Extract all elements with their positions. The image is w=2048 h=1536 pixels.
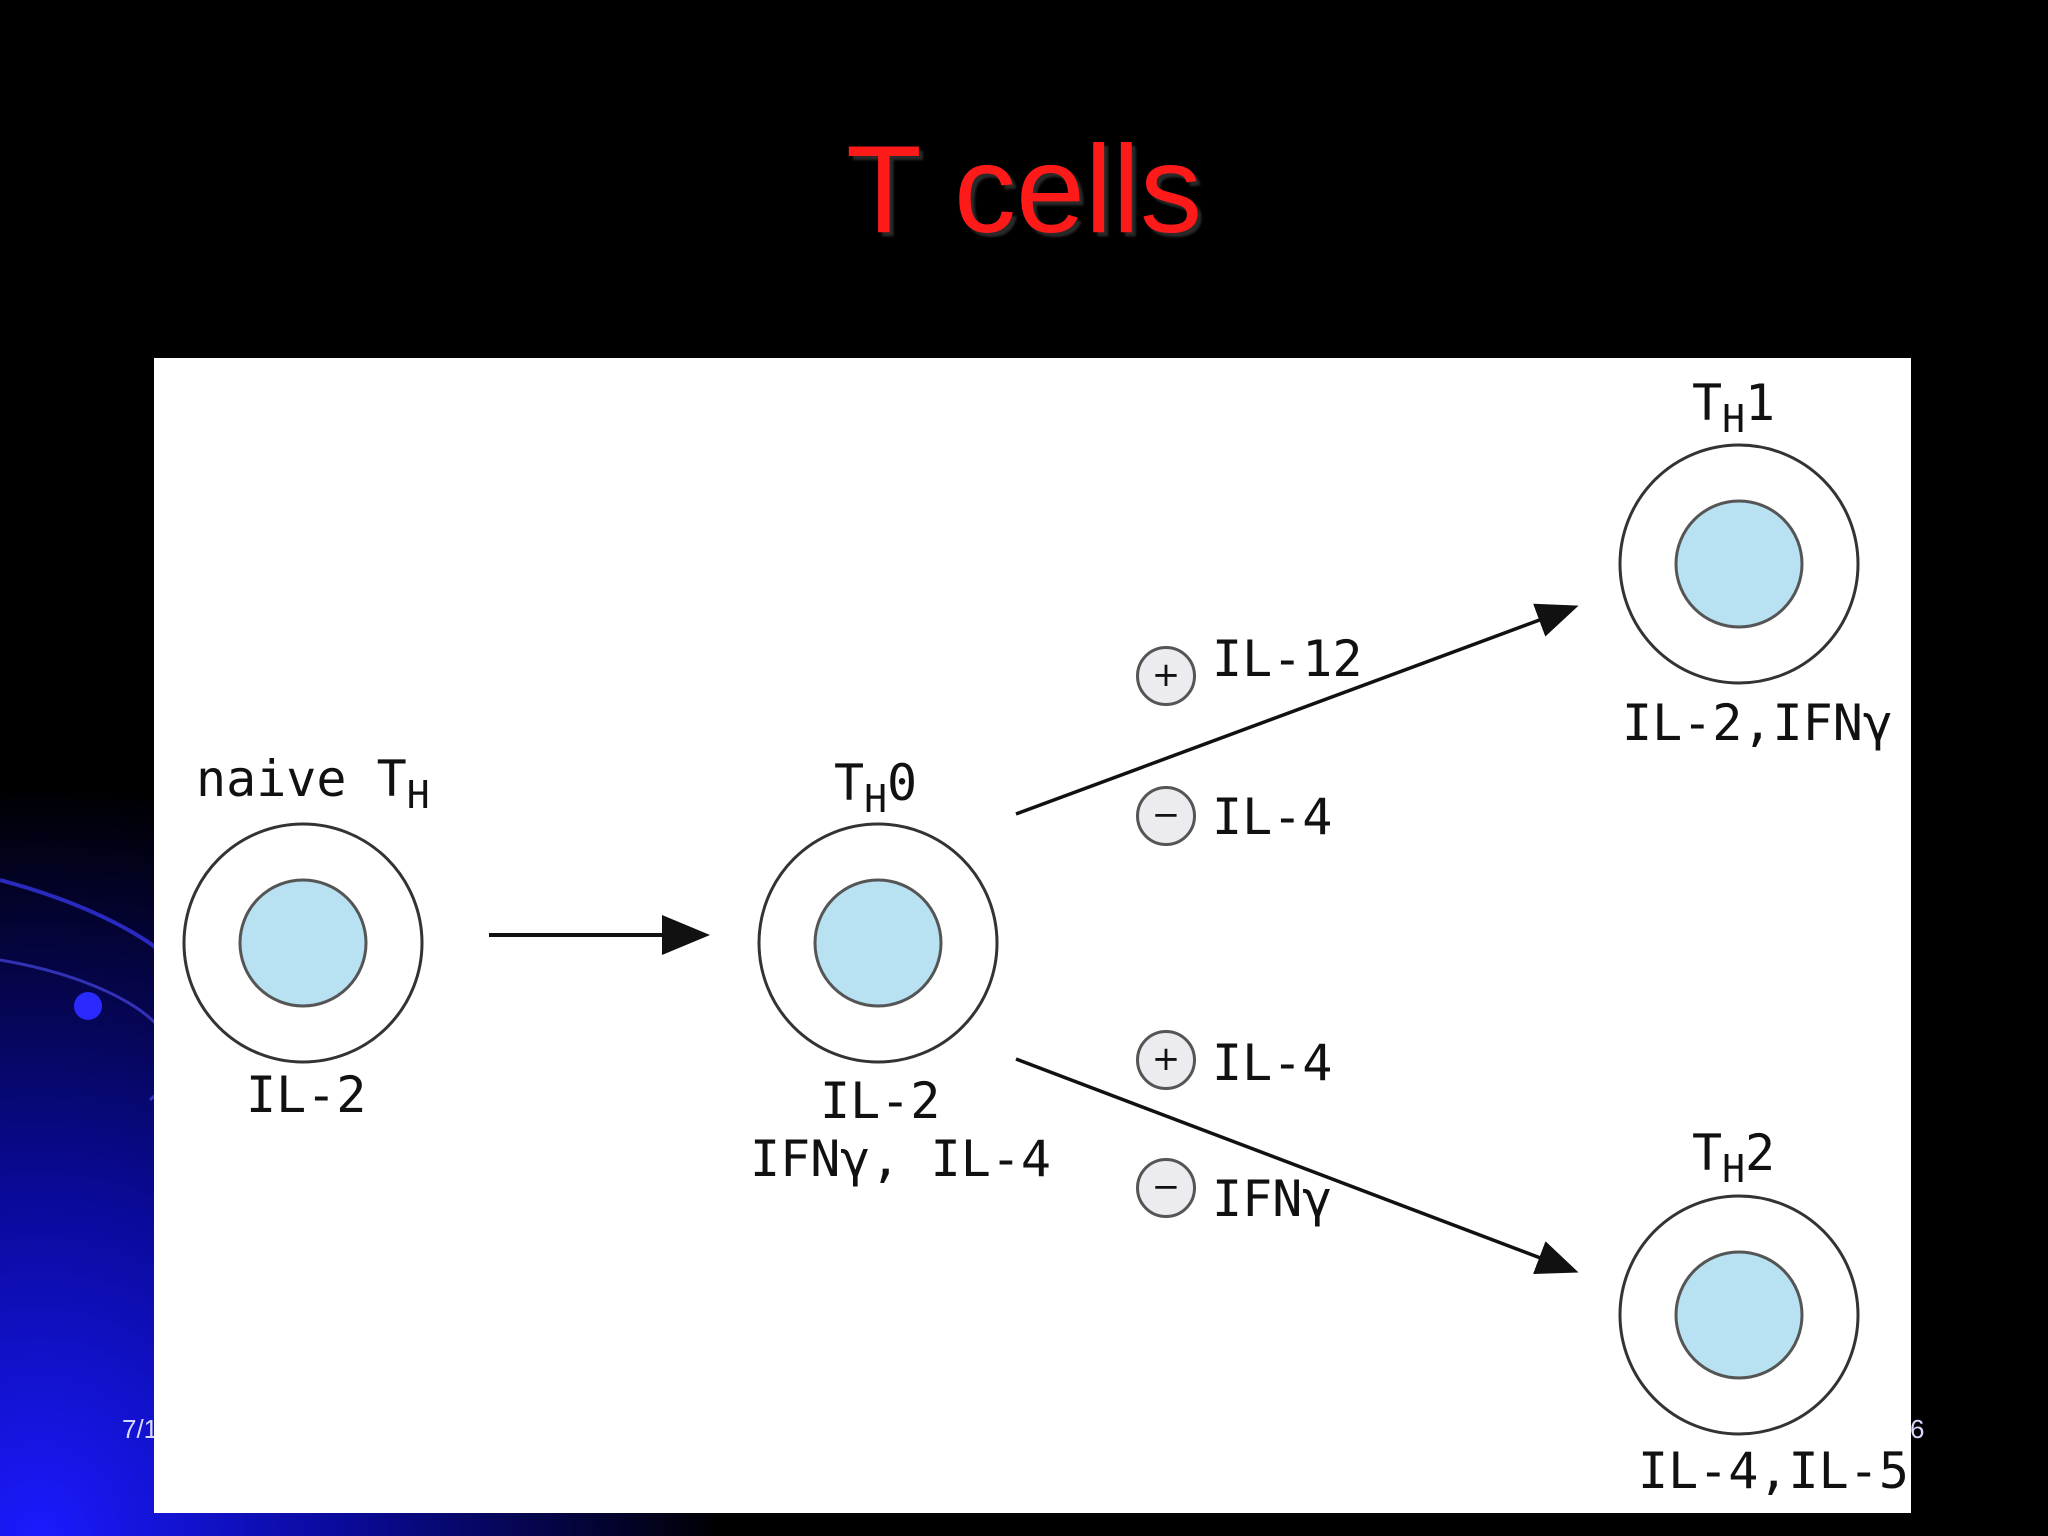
th1-inhibitor-label: IL-4 bbox=[1212, 788, 1333, 846]
th0-label: TH0 bbox=[834, 754, 918, 821]
diagram-panel: naive TH IL-2 TH0 IL-2 IFNγ, IL-4 TH1 IL… bbox=[154, 358, 1911, 1513]
th0-cytokines-line2: IFNγ, IL-4 bbox=[750, 1130, 1052, 1188]
th1-label: TH1 bbox=[1692, 374, 1776, 441]
diagram-graphics bbox=[182, 443, 1860, 1436]
th0-cytokines-line1: IL-2 bbox=[820, 1072, 941, 1130]
footer-page-number: 6 bbox=[1910, 1414, 1925, 1444]
naive-th-cytokines: IL-2 bbox=[246, 1066, 367, 1124]
th2-promoter-label: IL-4 bbox=[1212, 1034, 1333, 1092]
plus-icon: + bbox=[1136, 646, 1196, 706]
footer-date: 7/1 bbox=[122, 1414, 159, 1444]
th2-inhibitor-label: IFNγ bbox=[1212, 1170, 1333, 1228]
arrow-th0-to-th2 bbox=[1015, 1057, 1579, 1274]
minus-icon: − bbox=[1136, 786, 1196, 846]
th0-cell bbox=[757, 822, 999, 1064]
th1-cytokines: IL-2,IFNγ bbox=[1622, 694, 1893, 752]
naive-th-label: naive TH bbox=[196, 750, 430, 817]
th1-promoter-label: IL-12 bbox=[1212, 630, 1363, 688]
th1-cell bbox=[1618, 443, 1860, 685]
th2-cytokines: IL-4,IL-5 bbox=[1638, 1442, 1909, 1500]
naive-th-cell bbox=[182, 822, 424, 1064]
slide-title: T cells bbox=[845, 121, 1202, 259]
th2-cell bbox=[1618, 1194, 1860, 1436]
minus-icon: − bbox=[1136, 1158, 1196, 1218]
th2-label: TH2 bbox=[1692, 1124, 1776, 1191]
plus-icon: + bbox=[1136, 1030, 1196, 1090]
arrow-th0-to-th1 bbox=[1015, 603, 1579, 816]
